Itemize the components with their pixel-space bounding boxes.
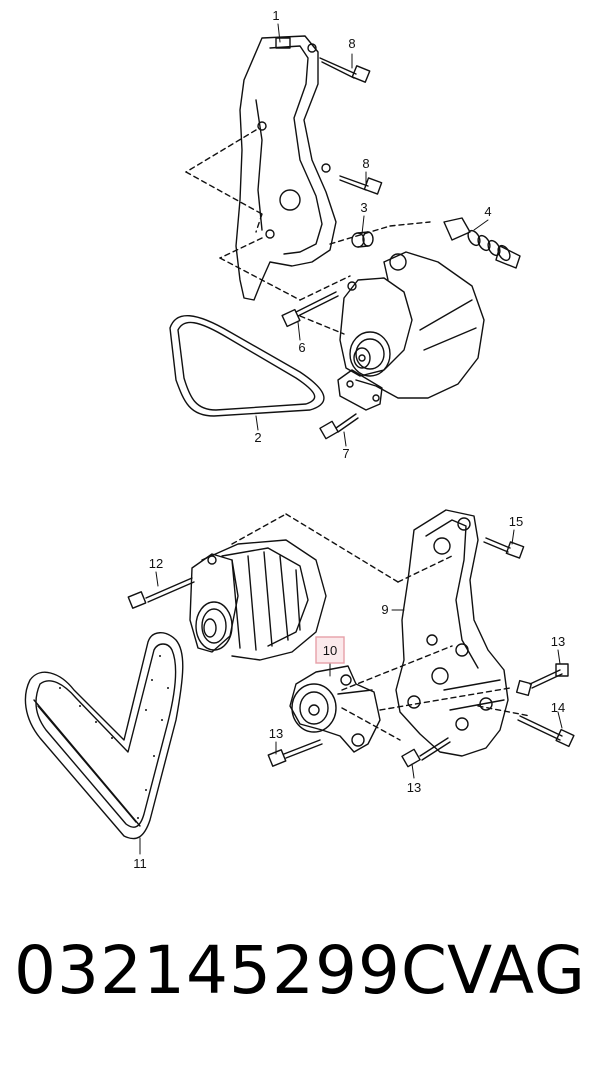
bolt-13-left (267, 739, 323, 767)
bolt-13-bottom (401, 737, 451, 768)
brand-label: VAG (446, 932, 586, 1009)
callout-13-left: 13 (269, 726, 283, 741)
callout-12: 12 (149, 556, 163, 571)
callout-8-upper: 8 (348, 36, 355, 51)
top-alternator (337, 251, 485, 411)
bottom-bracket-9 (395, 509, 509, 757)
callout-10: 10 (323, 643, 337, 658)
bolt-8-lower (339, 175, 383, 195)
callout-14: 14 (551, 700, 565, 715)
callout-9: 9 (381, 602, 388, 617)
bottom-alternator (189, 539, 327, 661)
callout-2: 2 (254, 430, 261, 445)
top-leader-lines (185, 129, 431, 335)
parts-diagram: 1 8 8 3 4 6 2 7 15 12 9 10 13 13 14 13 1… (24, 8, 575, 871)
callout-1: 1 (272, 8, 279, 23)
spring-bolt-4 (443, 217, 521, 269)
callout-8-lower: 8 (362, 156, 369, 171)
highlight-box-10 (315, 636, 345, 664)
bolt-12 (127, 577, 195, 609)
ribbed-belt-11 (24, 632, 184, 840)
callout-11: 11 (133, 856, 147, 871)
callout-15: 15 (509, 514, 523, 529)
callout-3: 3 (360, 200, 367, 215)
callout-7: 7 (342, 446, 349, 461)
bushing-3 (351, 231, 374, 248)
callout-13-right: 13 (551, 634, 565, 649)
bottom-leader-lines (231, 513, 531, 741)
bolt-8-upper (319, 57, 371, 83)
bolt-6 (281, 291, 339, 328)
tensioner-10 (289, 665, 381, 753)
bolt-7 (319, 413, 359, 440)
top-bracket (235, 35, 337, 301)
vbelt-2 (169, 314, 325, 417)
callout-leaders (139, 23, 563, 855)
bolt-14 (517, 715, 575, 748)
ribbed-belt-dots (59, 655, 169, 819)
callout-labels: 1 8 8 3 4 6 2 7 15 12 9 10 13 13 14 13 1… (133, 8, 565, 871)
callout-6: 6 (298, 340, 305, 355)
bolt-15 (483, 537, 525, 559)
part-number: 032145299C (14, 932, 449, 1009)
callout-13-bottom: 13 (407, 780, 421, 795)
bolt-13-right (515, 663, 569, 697)
callout-4: 4 (484, 204, 491, 219)
